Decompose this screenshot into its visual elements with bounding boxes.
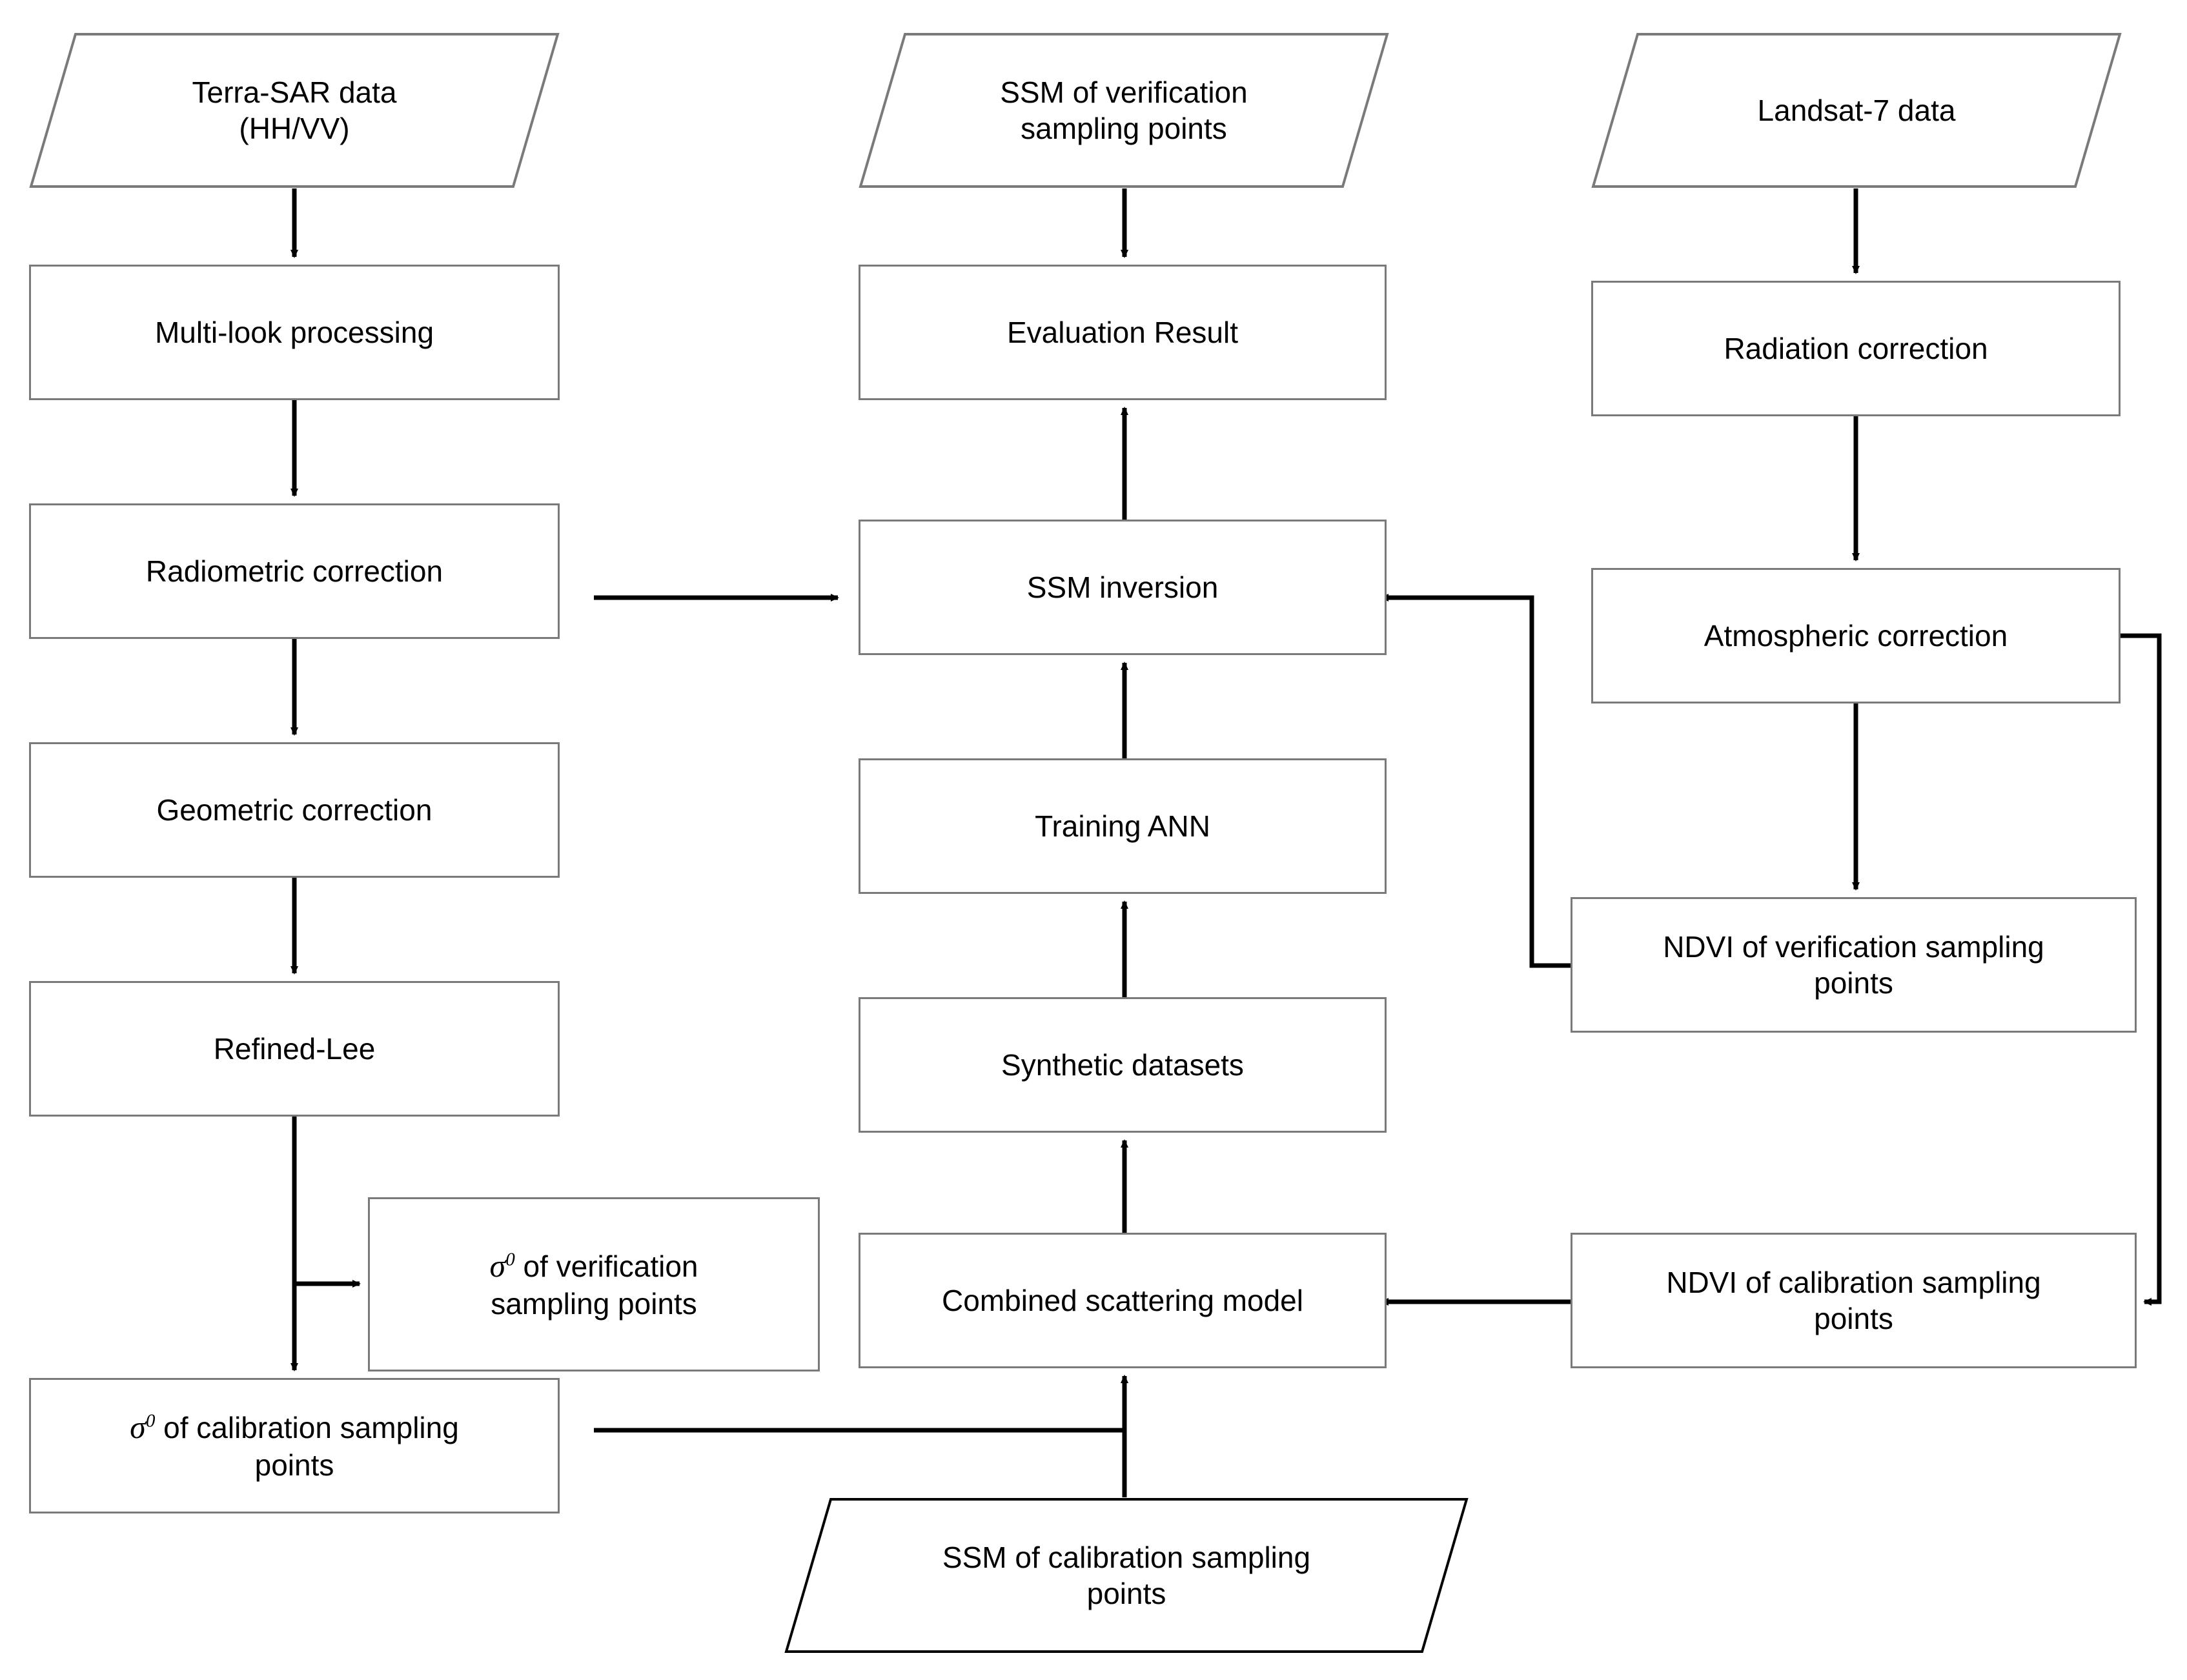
node-label: Radiometric correction: [145, 554, 443, 588]
parallelogram-shape: [784, 1498, 1469, 1653]
node-refined-lee[interactable]: Refined-Lee: [29, 981, 560, 1117]
node-geometric-correction[interactable]: Geometric correction: [29, 742, 560, 878]
parallelogram-shape: [29, 33, 560, 188]
node-ssm-inversion[interactable]: SSM inversion: [859, 520, 1387, 655]
node-label: NDVI of verification sampling points: [1663, 929, 2044, 1000]
sigma-symbol: σ0: [489, 1248, 515, 1284]
node-landsat-7-data[interactable]: Landsat-7 data: [1591, 32, 2122, 188]
node-combined-scattering-model[interactable]: Combined scattering model: [859, 1233, 1387, 1368]
node-label: Terra-SAR data (HH/VV): [192, 75, 397, 145]
node-label: Synthetic datasets: [1001, 1047, 1244, 1082]
node-synthetic-datasets[interactable]: Synthetic datasets: [859, 997, 1387, 1133]
node-ndvi-of-calibration-sampling-points[interactable]: NDVI of calibration sampling points: [1571, 1233, 2137, 1368]
node-radiation-correction[interactable]: Radiation correction: [1591, 281, 2121, 416]
node-atmospheric-correction[interactable]: Atmospheric correction: [1591, 568, 2121, 703]
node-label: SSM of verification sampling points: [1000, 75, 1248, 145]
parallelogram-shape: [1591, 33, 2122, 188]
edge-refinedlee-sigmaverif: [292, 1117, 361, 1288]
node-multi-look-processing[interactable]: Multi-look processing: [29, 265, 560, 400]
node-ssm-of-verification-sampling-points[interactable]: SSM of verification sampling points: [859, 32, 1389, 188]
node-label: SSM inversion: [1026, 570, 1219, 604]
node-label: Training ANN: [1035, 809, 1210, 843]
node-label: σ0 of calibration sampling points: [130, 1409, 459, 1483]
node-label: Landsat-7 data: [1757, 93, 1956, 127]
node-label: Atmospheric correction: [1704, 618, 2008, 653]
node-label: NDVI of calibration sampling points: [1666, 1265, 2041, 1335]
node-label: Combined scattering model: [942, 1283, 1303, 1317]
node-ndvi-of-verification-sampling-points[interactable]: NDVI of verification sampling points: [1571, 897, 2137, 1033]
parallelogram-shape: [859, 33, 1389, 188]
sigma-symbol: σ0: [130, 1409, 156, 1446]
node-terra-sar-data[interactable]: Terra-SAR data (HH/VV): [29, 32, 560, 188]
node-label: Evaluation Result: [1007, 315, 1238, 349]
node-label: Refined-Lee: [213, 1031, 376, 1066]
node-training-ann[interactable]: Training ANN: [859, 758, 1387, 894]
node-label: σ0 of verification sampling points: [489, 1248, 698, 1321]
node-label: Multi-look processing: [154, 315, 434, 349]
node-label: SSM of calibration sampling points: [942, 1540, 1311, 1610]
node-sigma0-verification-sampling-points[interactable]: σ0 of verification sampling points: [368, 1197, 820, 1371]
node-radiometric-correction[interactable]: Radiometric correction: [29, 503, 560, 639]
node-label: Radiation correction: [1724, 331, 1988, 365]
node-ssm-of-calibration-sampling-points[interactable]: SSM of calibration sampling points: [784, 1497, 1469, 1654]
node-sigma0-calibration-sampling-points[interactable]: σ0 of calibration sampling points: [29, 1378, 560, 1513]
node-label: Geometric correction: [156, 793, 432, 827]
edge-ndviverif-ssminversion: [1380, 594, 1571, 968]
node-evaluation-result[interactable]: Evaluation Result: [859, 265, 1387, 400]
